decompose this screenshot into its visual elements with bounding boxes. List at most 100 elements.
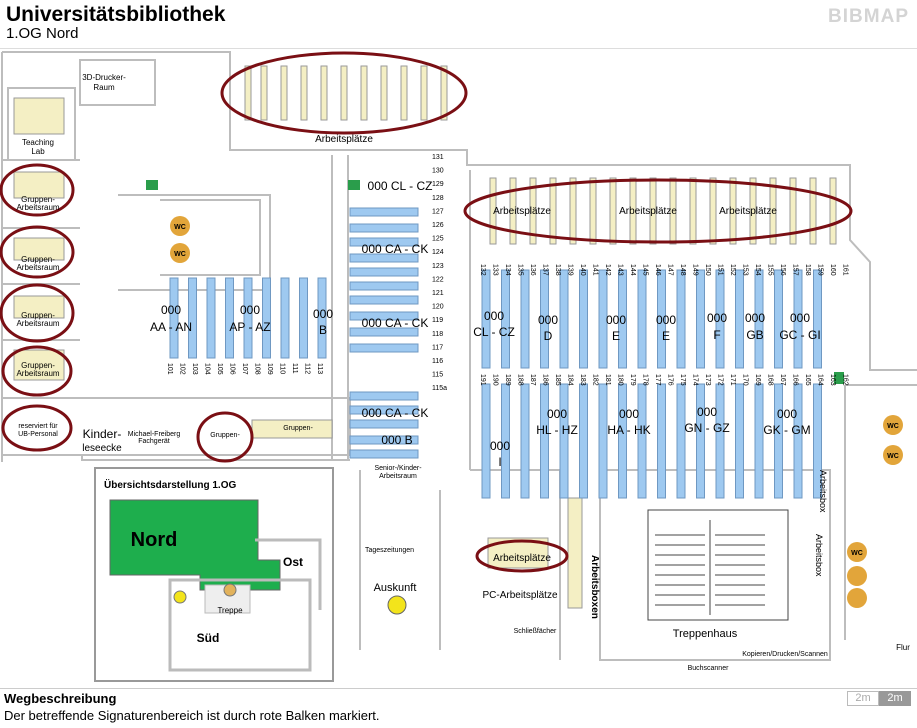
bibmap-logo: BIBMAP: [828, 6, 909, 27]
shelf: [349, 343, 419, 353]
shelf-number: 173: [704, 374, 711, 386]
shelf: [676, 383, 686, 499]
shelf-number: 162: [842, 374, 849, 386]
shelf-number: 178: [642, 374, 649, 386]
shelf: [262, 277, 271, 359]
shelf-number: 129: [432, 181, 444, 188]
room-label: Arbeitsraum: [16, 263, 59, 272]
shelf-number: 144: [629, 264, 636, 276]
floor-plan-svg[interactable]: 3D-Drucker-RaumTeachingLabGruppen-Arbeit…: [0, 49, 917, 687]
shelf-number: 161: [842, 264, 849, 276]
signature-label: 000 CA - CK: [362, 242, 429, 256]
shelf: [579, 383, 588, 499]
shelf: [349, 267, 419, 277]
shelf: [349, 327, 419, 337]
room-label: Arbeitsbox: [818, 470, 828, 513]
room-label: Arbeitsbox: [814, 534, 824, 577]
workplace-label: Arbeitsplätze: [719, 206, 777, 217]
page-title: Universitätsbibliothek: [6, 3, 226, 26]
shelf-number: 125: [432, 236, 444, 243]
room-label: 3D-Drucker-: [82, 73, 126, 82]
signature-label: B: [319, 323, 327, 337]
signature-label: 000: [240, 303, 260, 317]
workplace-label: Arbeitsplätze: [493, 553, 551, 564]
exit-sign-icon: [146, 180, 158, 190]
shelf-number: 118: [432, 331, 443, 338]
shelf-number: 117: [432, 344, 443, 351]
shelf-number: 166: [792, 374, 799, 386]
shelf-number: 135: [517, 264, 524, 276]
shelf-number: 175: [679, 374, 686, 386]
header: Universitätsbibliothek 1.OG Nord BIBMAP: [0, 0, 917, 49]
room-label: Arbeitsraum: [16, 319, 59, 328]
room-label: Gruppen-: [21, 311, 55, 320]
workplace-label: Arbeitsplätze: [493, 206, 551, 217]
room-label: Lab: [31, 147, 45, 156]
shelf: [754, 269, 764, 369]
shelf-number: 105: [216, 363, 223, 375]
shelf: [618, 269, 627, 369]
room-label: Arbeitsboxen: [589, 555, 600, 619]
shelf: [579, 269, 588, 369]
shelf-number: 116: [432, 358, 443, 365]
room-label: Schließfächer: [514, 628, 557, 635]
shelf-number: 137: [542, 264, 549, 276]
shelf-number: 172: [717, 374, 724, 386]
signature-label: GB: [746, 328, 763, 342]
shelf-number: 127: [432, 208, 444, 215]
shelf: [349, 295, 419, 305]
shelf-number: 156: [779, 264, 786, 276]
shelf: [501, 269, 510, 369]
shelf-number: 139: [567, 264, 574, 276]
red-markers: [0, 51, 853, 573]
shelf-number: 157: [792, 264, 799, 276]
shelf: [735, 383, 744, 499]
signature-label: 000: [484, 309, 504, 323]
shelf: [735, 269, 744, 369]
shelf: [754, 383, 764, 499]
room-label: PC-Arbeitsplätze: [482, 590, 557, 601]
shelf: [793, 383, 803, 499]
shelf: [696, 383, 705, 499]
shelf-number: 179: [629, 374, 636, 386]
shelf-number: 191: [479, 374, 486, 386]
shelf-number: 104: [204, 363, 211, 375]
room-label: Arbeitsraum: [16, 203, 59, 212]
wc-icon: WC: [887, 423, 899, 430]
shelf-number: 164: [817, 374, 824, 386]
shelf-number: 169: [754, 374, 761, 386]
signature-label: AA - AN: [150, 320, 192, 334]
shelf-number: 120: [432, 304, 444, 311]
shelf: [715, 269, 725, 369]
shelf-number: 143: [617, 264, 624, 276]
shelf: [349, 237, 419, 247]
wc-icon: WC: [174, 224, 186, 231]
shelf-number: 171: [729, 374, 736, 386]
shelf: [540, 383, 549, 499]
shelf-number: 108: [254, 363, 261, 375]
shelf-number: 189: [504, 374, 511, 386]
shelf-number: 176: [667, 374, 674, 386]
shelf-number: 115: [432, 372, 443, 379]
bookshelves: [169, 207, 822, 499]
room-label: UB-Personal: [18, 431, 58, 438]
shelf: [559, 383, 569, 499]
shelf: [225, 277, 234, 359]
shelf: [774, 269, 783, 369]
shelf-number: 160: [829, 264, 836, 276]
shelf-number: 177: [654, 374, 661, 386]
signature-label: AP - AZ: [229, 320, 270, 334]
shelf: [169, 277, 179, 359]
shelf-number: 155: [767, 264, 774, 276]
shelf-number: 115a: [432, 385, 447, 392]
shelf-number: 138: [554, 264, 561, 276]
room-label: Teaching: [22, 138, 54, 147]
room-label: Fachgerät: [138, 438, 170, 445]
signature-label: E: [612, 329, 620, 343]
signature-label: 000: [697, 405, 717, 419]
room-label: Tageszeitungen: [365, 547, 414, 554]
shelf: [559, 269, 569, 369]
signature-label: 000: [547, 407, 567, 421]
signature-label: D: [544, 329, 553, 343]
